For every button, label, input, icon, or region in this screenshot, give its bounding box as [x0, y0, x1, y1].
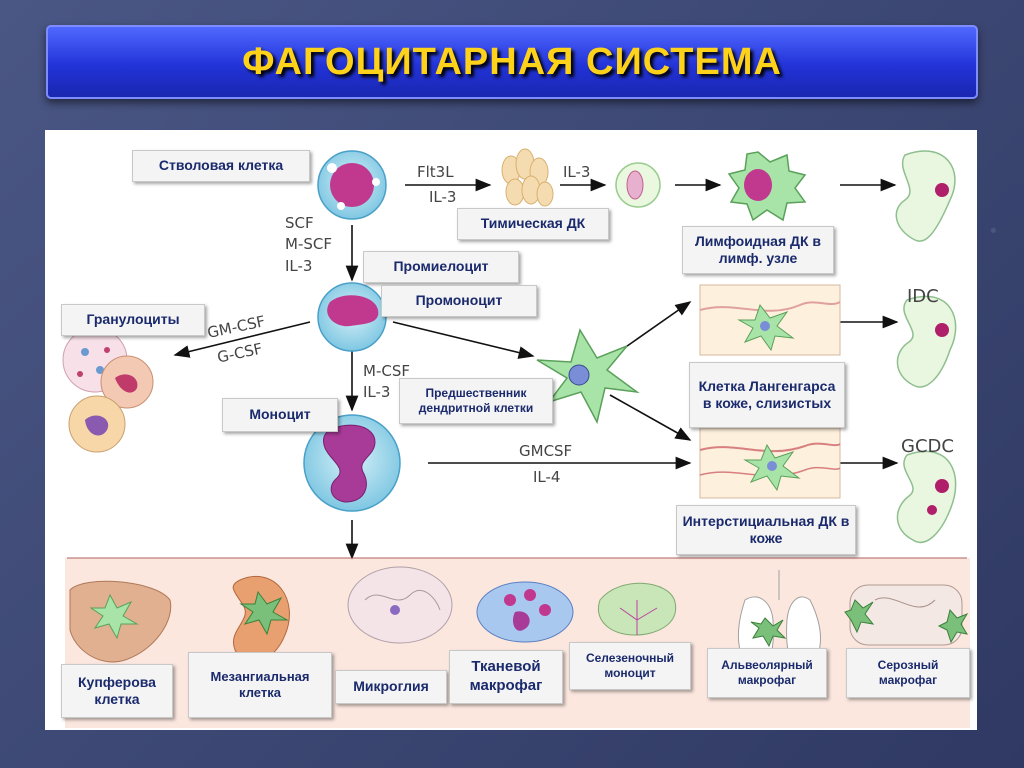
annotation-il3-a: IL-3 — [429, 188, 457, 206]
intestine-icon — [849, 584, 963, 646]
label-alveolar-macrophage: Альвеолярный макрофаг — [707, 648, 827, 698]
stem-cell-nucleus — [330, 163, 374, 207]
label-splenic-monocyte: Селезеночный моноцит — [569, 642, 691, 690]
label-tissue-macrophage: Тканевой макрофаг — [449, 650, 563, 704]
label-promonocyte: Промоноцит — [381, 285, 537, 317]
tissue-macrophage-icon — [476, 581, 574, 643]
label-thymic-dc: Тимическая ДК — [457, 208, 609, 240]
annotation-il4: IL-4 — [533, 468, 561, 486]
arrow-promonocyte-dc-precursor — [392, 321, 535, 359]
title-bar: ФАГОЦИТАРНАЯ СИСТЕМА — [46, 25, 978, 99]
label-kupffer: Купферова клетка — [61, 664, 173, 718]
label-monocyte: Моноцит — [222, 398, 338, 432]
label-mesangial: Мезангиальная клетка — [188, 652, 332, 718]
annotation-scf: SCF — [285, 214, 314, 232]
diagram-panel: Flt3L IL-3 IL-3 SCF M-SCF IL-3 GM-CSF G-… — [45, 130, 977, 730]
arrow-dc-precursor-interstitial — [609, 394, 692, 441]
label-interstitial-dc: Интерстициальная ДК в коже — [676, 505, 856, 555]
annotation-idc: IDC — [907, 286, 939, 307]
annotation-il3-d: IL-3 — [363, 383, 391, 401]
annotation-mscf: M-SCF — [285, 235, 332, 253]
label-stem-cell: Стволовая клетка — [132, 150, 310, 182]
mature-dc-idc — [896, 295, 957, 388]
annotation-il3-c: IL-3 — [285, 257, 313, 275]
mature-dc-top — [895, 150, 956, 242]
label-microglia: Микроглия — [335, 670, 447, 704]
label-lymphoid-dc: Лимфоидная ДК в лимф. узле — [682, 226, 834, 274]
label-granulocytes: Гранулоциты — [61, 304, 205, 336]
diagram-graphics — [62, 148, 970, 728]
annotation-gcdc: GCDC — [901, 436, 954, 457]
annotation-flt3l: Flt3L — [417, 163, 454, 181]
label-dc-precursor: Предшественник дендритной клетки — [399, 378, 553, 424]
annotation-mcsf: M-CSF — [363, 362, 410, 380]
thymic-cells — [501, 148, 554, 207]
annotation-gmcsf2: GMCSF — [519, 442, 573, 460]
label-serous-macrophage: Серозный макрофаг — [846, 648, 970, 698]
mature-dc-gcdc — [896, 450, 957, 543]
label-langerhans: Клетка Лангенгарса в коже, слизистых — [689, 362, 845, 428]
page-title: ФАГОЦИТАРНАЯ СИСТЕМА — [242, 40, 782, 83]
brain-icon — [347, 566, 453, 644]
annotation-il3-b: IL-3 — [563, 163, 591, 181]
arrow-promonocyte-granulocytes — [173, 321, 311, 358]
label-promyelocyte: Промиелоцит — [363, 251, 519, 283]
granulocyte-cells — [62, 327, 154, 453]
